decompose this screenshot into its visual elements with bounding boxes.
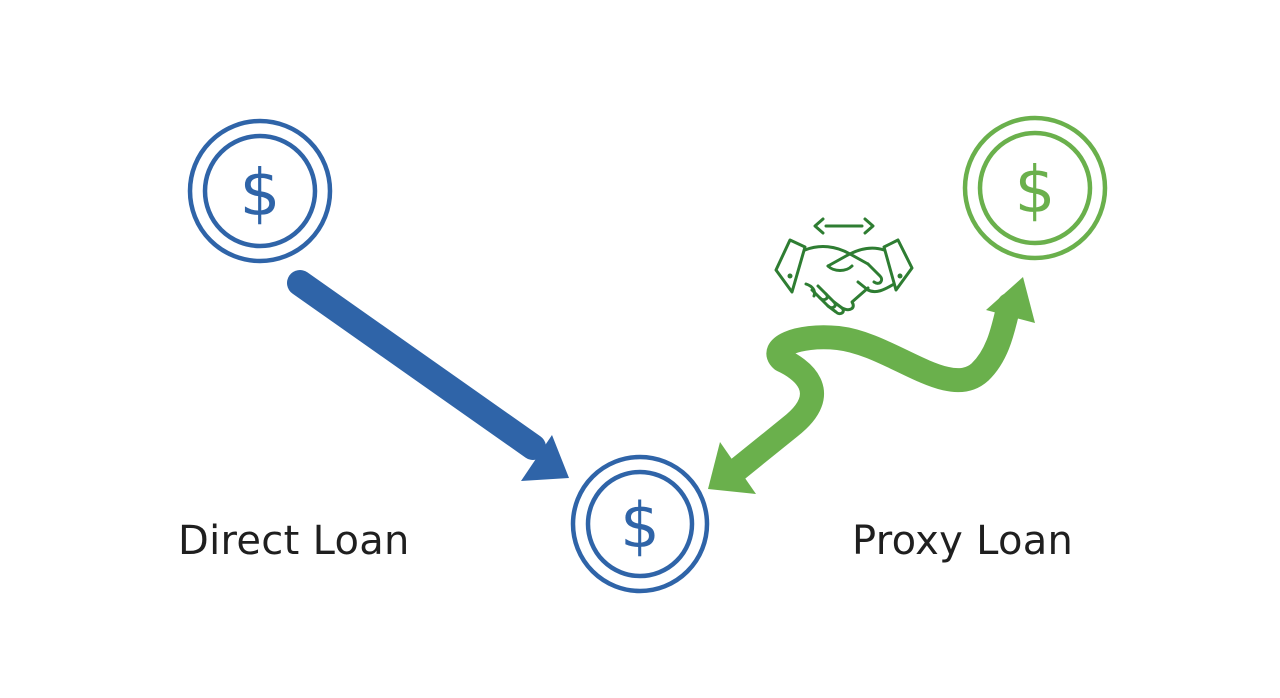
borrower-coin-symbol: $ bbox=[620, 489, 659, 562]
proxy-loan-arrow bbox=[708, 277, 1035, 494]
bidirectional-arrow-icon bbox=[813, 217, 875, 235]
borrower-coin-icon: $ bbox=[570, 454, 710, 594]
direct-loan-label: Direct Loan bbox=[178, 518, 410, 564]
lender-coin-symbol: $ bbox=[240, 157, 281, 231]
lender-coin-icon: $ bbox=[187, 118, 333, 264]
proxy-loan-label: Proxy Loan bbox=[852, 518, 1074, 564]
proxy-coin-symbol: $ bbox=[1015, 154, 1056, 228]
proxy-coin-icon: $ bbox=[962, 115, 1108, 261]
handshake-icon bbox=[774, 217, 914, 316]
direct-loan-arrow bbox=[287, 270, 569, 481]
